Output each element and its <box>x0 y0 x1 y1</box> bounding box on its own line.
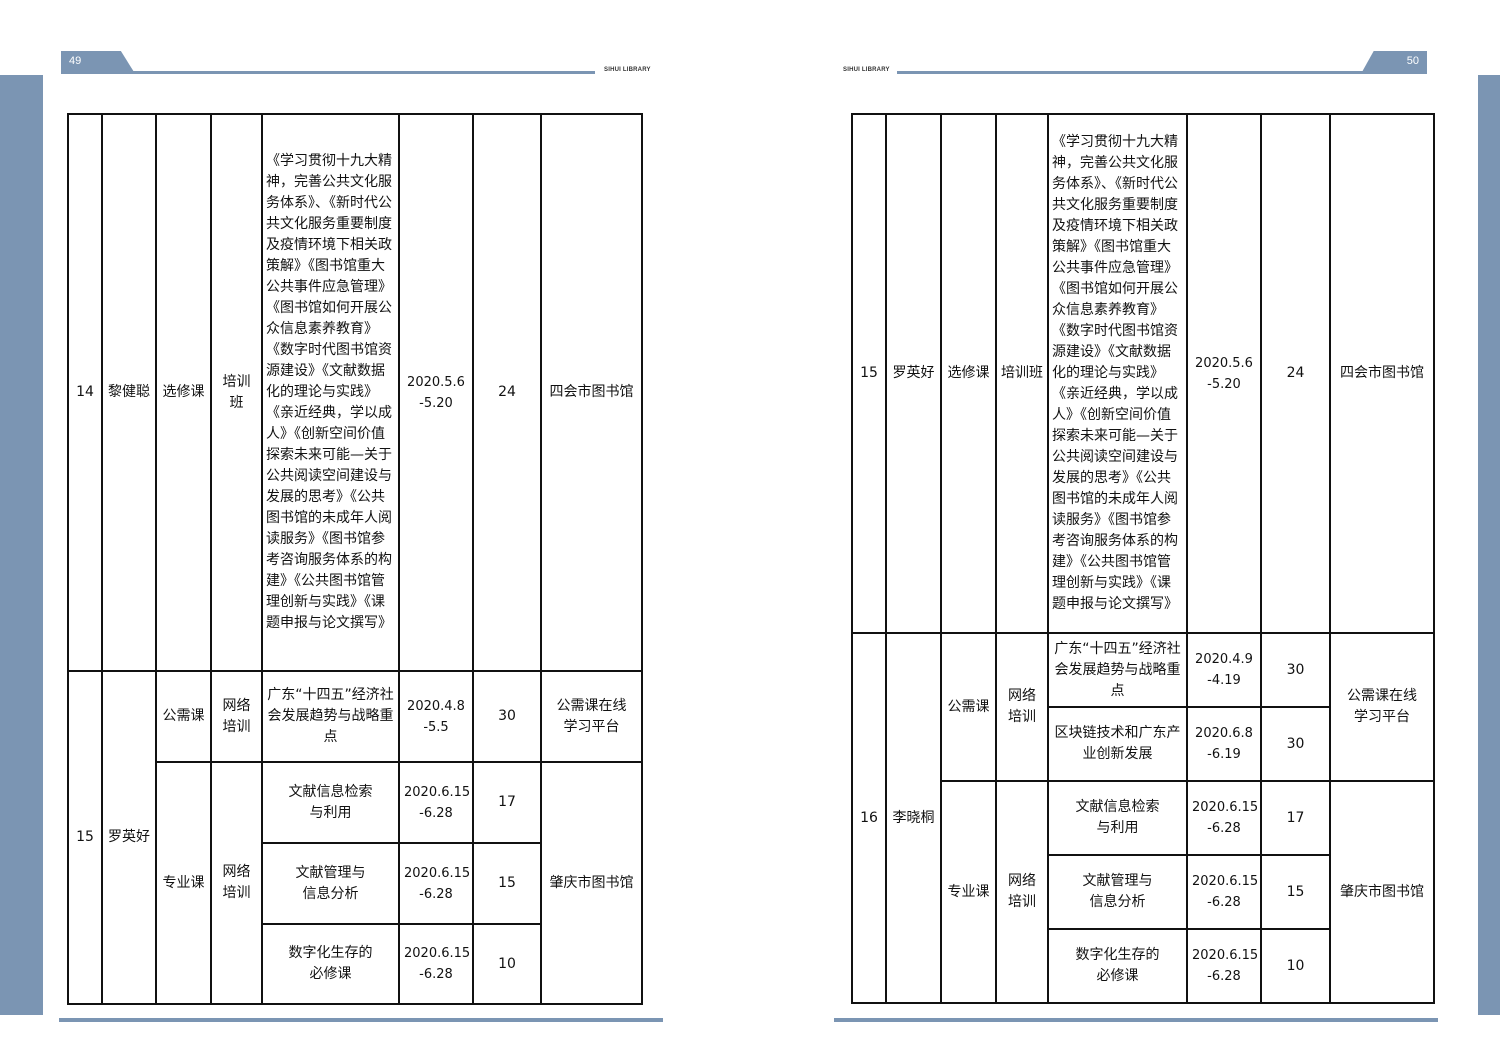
course-content: 文献信息检索 与利用 <box>261 761 400 844</box>
table-row: 数字化生存的 必修课 2020.6.15 -6.28 10 <box>852 928 1434 1004</box>
training-mode: 网络 培训 <box>995 780 1049 1004</box>
table-row: 区块链技术和广东产业创新发展 2020.6.8 -6.19 30 <box>852 706 1434 782</box>
entry-name: 罗英好 <box>101 670 157 1005</box>
left-brand-label: SIHUI LIBRARY <box>604 67 651 73</box>
right-training-table: 15 罗英好 选修课 培训班 《学习贯彻十九大精神，完善公共文化服务体系》、《新… <box>851 113 1435 1004</box>
course-date: 2020.4.9 -4.19 <box>1186 632 1262 708</box>
right-page-number: 50 <box>1406 55 1419 67</box>
course-content: 文献信息检索 与利用 <box>1047 780 1188 856</box>
right-header-rule <box>897 71 1427 74</box>
left-page-number: 49 <box>69 55 82 67</box>
left-footer-rule <box>59 1018 663 1022</box>
training-mode: 网络 培训 <box>995 632 1049 782</box>
left-header-rule <box>61 71 595 74</box>
course-content: 广东“十四五”经济社会发展趋势与战略重点 <box>1047 632 1188 708</box>
course-date: 2020.6.15 -6.28 <box>398 761 474 844</box>
course-organizer: 肇庆市图书馆 <box>540 761 643 1005</box>
left-page-number-tab: 49 <box>61 51 134 72</box>
course-date: 2020.4.8 -5.5 <box>398 670 474 763</box>
course-organizer: 公需课在线 学习平台 <box>1329 632 1435 782</box>
table-row: 文献管理与 信息分析 2020.6.15 -6.28 15 <box>852 854 1434 930</box>
course-organizer: 公需课在线 学习平台 <box>540 670 643 763</box>
table-row: 16 李晓桐 公需课 网络 培训 广东“十四五”经济社会发展趋势与战略重点 20… <box>851 632 1435 1004</box>
entry-no: 15 <box>67 670 103 1005</box>
table-row: 15 罗英好 公需课 网络 培训 广东“十四五”经济社会发展趋势与战略重点 20… <box>67 670 643 1005</box>
course-type: 选修课 <box>155 113 212 672</box>
course-hours: 24 <box>1260 113 1331 634</box>
course-hours: 15 <box>472 842 542 925</box>
course-type: 专业课 <box>155 761 212 1005</box>
table-row: 14 黎健聪 选修课 培训班 《学习贯彻十九大精神，完善公共文化服务体系》、《新… <box>67 113 643 672</box>
course-hours: 15 <box>1260 854 1331 930</box>
course-hours: 24 <box>472 113 542 672</box>
entry-no: 15 <box>851 113 887 634</box>
entry-name: 罗英好 <box>885 113 942 634</box>
course-content: 区块链技术和广东产业创新发展 <box>1047 706 1188 782</box>
entry-no: 14 <box>67 113 103 672</box>
training-mode: 培训班 <box>995 113 1049 634</box>
training-mode: 网络 培训 <box>210 670 263 763</box>
course-hours: 30 <box>1260 706 1331 782</box>
course-content: 数字化生存的 必修课 <box>261 923 400 1005</box>
course-organizer: 四会市图书馆 <box>1329 113 1435 634</box>
course-content: 数字化生存的 必修课 <box>1047 928 1188 1004</box>
right-side-bar <box>1478 75 1500 1015</box>
course-date: 2020.6.15 -6.28 <box>1186 928 1262 1004</box>
course-type: 公需课 <box>155 670 212 763</box>
course-content: 《学习贯彻十九大精神，完善公共文化服务体系》、《新时代公共文化服务重要制度及疫情… <box>1047 113 1188 634</box>
course-date: 2020.6.15 -6.28 <box>1186 780 1262 856</box>
entry-no: 16 <box>851 632 887 1004</box>
course-type: 公需课 <box>940 632 997 782</box>
table-row: 专业课 网络 培训 文献信息检索 与利用 2020.6.15 -6.28 17 … <box>68 761 643 1005</box>
table-row: 数字化生存的 必修课 2020.6.15 -6.28 10 <box>68 923 642 1005</box>
course-date: 2020.5.6 -5.20 <box>1186 113 1262 634</box>
course-type: 选修课 <box>940 113 997 634</box>
course-hours: 10 <box>1260 928 1331 1004</box>
course-hours: 17 <box>1260 780 1331 856</box>
course-hours: 30 <box>1260 632 1331 708</box>
course-hours: 17 <box>472 761 542 844</box>
table-row: 文献管理与 信息分析 2020.6.15 -6.28 15 <box>68 842 642 925</box>
course-hours: 10 <box>472 923 542 1005</box>
course-date: 2020.6.8 -6.19 <box>1186 706 1262 782</box>
course-date: 2020.6.15 -6.28 <box>398 923 474 1005</box>
right-page-number-tab: 50 <box>1362 51 1427 72</box>
training-mode: 培训班 <box>210 113 263 672</box>
course-type: 专业课 <box>940 780 997 1004</box>
entry-name: 黎健聪 <box>101 113 157 672</box>
table-row: 15 罗英好 选修课 培训班 《学习贯彻十九大精神，完善公共文化服务体系》、《新… <box>851 113 1435 634</box>
right-footer-rule <box>834 1018 1438 1022</box>
left-training-table: 14 黎健聪 选修课 培训班 《学习贯彻十九大精神，完善公共文化服务体系》、《新… <box>67 113 643 1005</box>
course-content: 文献管理与 信息分析 <box>261 842 400 925</box>
right-brand-label: SIHUI LIBRARY <box>843 67 890 73</box>
course-content: 《学习贯彻十九大精神，完善公共文化服务体系》、《新时代公共文化服务重要制度及疫情… <box>261 113 400 672</box>
left-side-bar <box>0 75 43 1015</box>
course-organizer: 肇庆市图书馆 <box>1329 780 1435 1004</box>
course-organizer: 四会市图书馆 <box>540 113 643 672</box>
table-row: 专业课 网络 培训 文献信息检索 与利用 2020.6.15 -6.28 17 … <box>852 780 1435 1004</box>
course-hours: 30 <box>472 670 542 763</box>
course-date: 2020.5.6 -5.20 <box>398 113 474 672</box>
entry-name: 李晓桐 <box>885 632 942 1004</box>
course-content: 文献管理与 信息分析 <box>1047 854 1188 930</box>
course-content: 广东“十四五”经济社会发展趋势与战略重点 <box>261 670 400 763</box>
course-date: 2020.6.15 -6.28 <box>398 842 474 925</box>
course-date: 2020.6.15 -6.28 <box>1186 854 1262 930</box>
training-mode: 网络 培训 <box>210 761 263 1005</box>
